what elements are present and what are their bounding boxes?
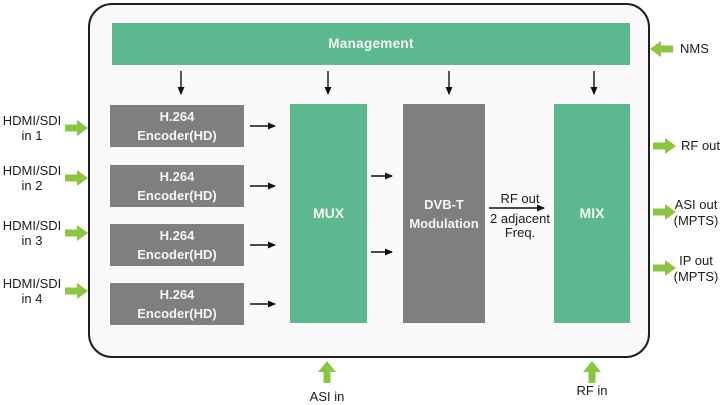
encoder-block-4: H.264 Encoder(HD) — [110, 283, 244, 325]
rf-link-line2: 2 adjacent — [490, 211, 550, 226]
rf-out-arrow-icon — [653, 138, 676, 154]
encoder-2-line2: Encoder(HD) — [137, 188, 217, 203]
rf-link-label-top: RF out — [483, 192, 557, 206]
hdmi-in3-line2: in 3 — [21, 233, 43, 248]
mix-label: MIX — [579, 205, 605, 221]
mux-block: MUX — [290, 104, 367, 323]
hdmi-in2-arrow-icon — [65, 170, 88, 186]
dvbt-line1: DVB-T — [424, 196, 464, 212]
rf-link-line3: Freq. — [504, 225, 536, 240]
encoder-3-line2: Encoder(HD) — [137, 247, 217, 262]
hdmi-in1-line2: in 1 — [21, 128, 43, 143]
hdmi-in4-line2: in 4 — [21, 291, 43, 306]
label-ip-out: IP out (MPTS) — [670, 253, 720, 285]
hdmi-in2-line1: HDMI/SDI — [2, 163, 62, 178]
encoder-2-line1: H.264 — [159, 169, 195, 184]
hdmi-in1-line1: HDMI/SDI — [2, 113, 62, 128]
dvbt-modulation-block: DVB-T Modulation — [403, 104, 485, 323]
hdmi-in3-arrow-icon — [65, 225, 88, 241]
hdmi-in4-arrow-icon — [65, 283, 88, 299]
management-block: Management — [112, 23, 630, 65]
encoder-4-line1: H.264 — [159, 287, 195, 302]
hdmi-in3-line1: HDMI/SDI — [2, 218, 62, 233]
mix-block: MIX — [554, 104, 630, 323]
label-asi-in: ASI in — [297, 389, 357, 404]
asi-out-line1: ASI out — [674, 197, 718, 212]
rf-in-arrow-icon — [583, 361, 601, 383]
encoder-3-line1: H.264 — [159, 228, 195, 243]
encoder-block-1: H.264 Encoder(HD) — [110, 105, 244, 147]
label-rf-out: RF out — [681, 138, 720, 154]
mux-label: MUX — [312, 205, 345, 221]
ip-out-line1: IP out — [679, 253, 713, 268]
nms-text: NMS — [680, 41, 709, 56]
nms-arrow-icon — [650, 41, 673, 57]
label-rf-in: RF in — [562, 383, 622, 398]
hdmi-in4-line1: HDMI/SDI — [2, 276, 62, 291]
management-label: Management — [328, 36, 414, 51]
ip-out-line2: (MPTS) — [673, 269, 719, 284]
rf-link-line1: RF out — [500, 191, 540, 206]
encoder-1-line1: H.264 — [159, 109, 195, 124]
label-hdmi-sdi-in-1: HDMI/SDI in 1 — [0, 113, 64, 143]
hdmi-in1-arrow-icon — [65, 120, 88, 136]
asi-in-arrow-icon — [318, 361, 336, 383]
hdmi-in2-line2: in 2 — [21, 178, 43, 193]
label-asi-out: ASI out (MPTS) — [670, 197, 720, 229]
encoder-4-line2: Encoder(HD) — [137, 306, 217, 321]
label-hdmi-sdi-in-3: HDMI/SDI in 3 — [0, 218, 64, 248]
asi-out-line2: (MPTS) — [673, 213, 719, 228]
label-nms: NMS — [680, 41, 709, 57]
rf-out-text: RF out — [681, 138, 720, 153]
encoder-1-line2: Encoder(HD) — [137, 128, 217, 143]
encoder-block-3: H.264 Encoder(HD) — [110, 224, 244, 266]
label-hdmi-sdi-in-4: HDMI/SDI in 4 — [0, 276, 64, 306]
encoder-block-2: H.264 Encoder(HD) — [110, 165, 244, 207]
rf-in-text: RF in — [576, 383, 608, 398]
label-hdmi-sdi-in-2: HDMI/SDI in 2 — [0, 163, 64, 193]
asi-in-text: ASI in — [309, 389, 345, 404]
rf-link-label-bottom: 2 adjacent Freq. — [483, 212, 557, 240]
dvbt-line2: Modulation — [409, 215, 479, 231]
